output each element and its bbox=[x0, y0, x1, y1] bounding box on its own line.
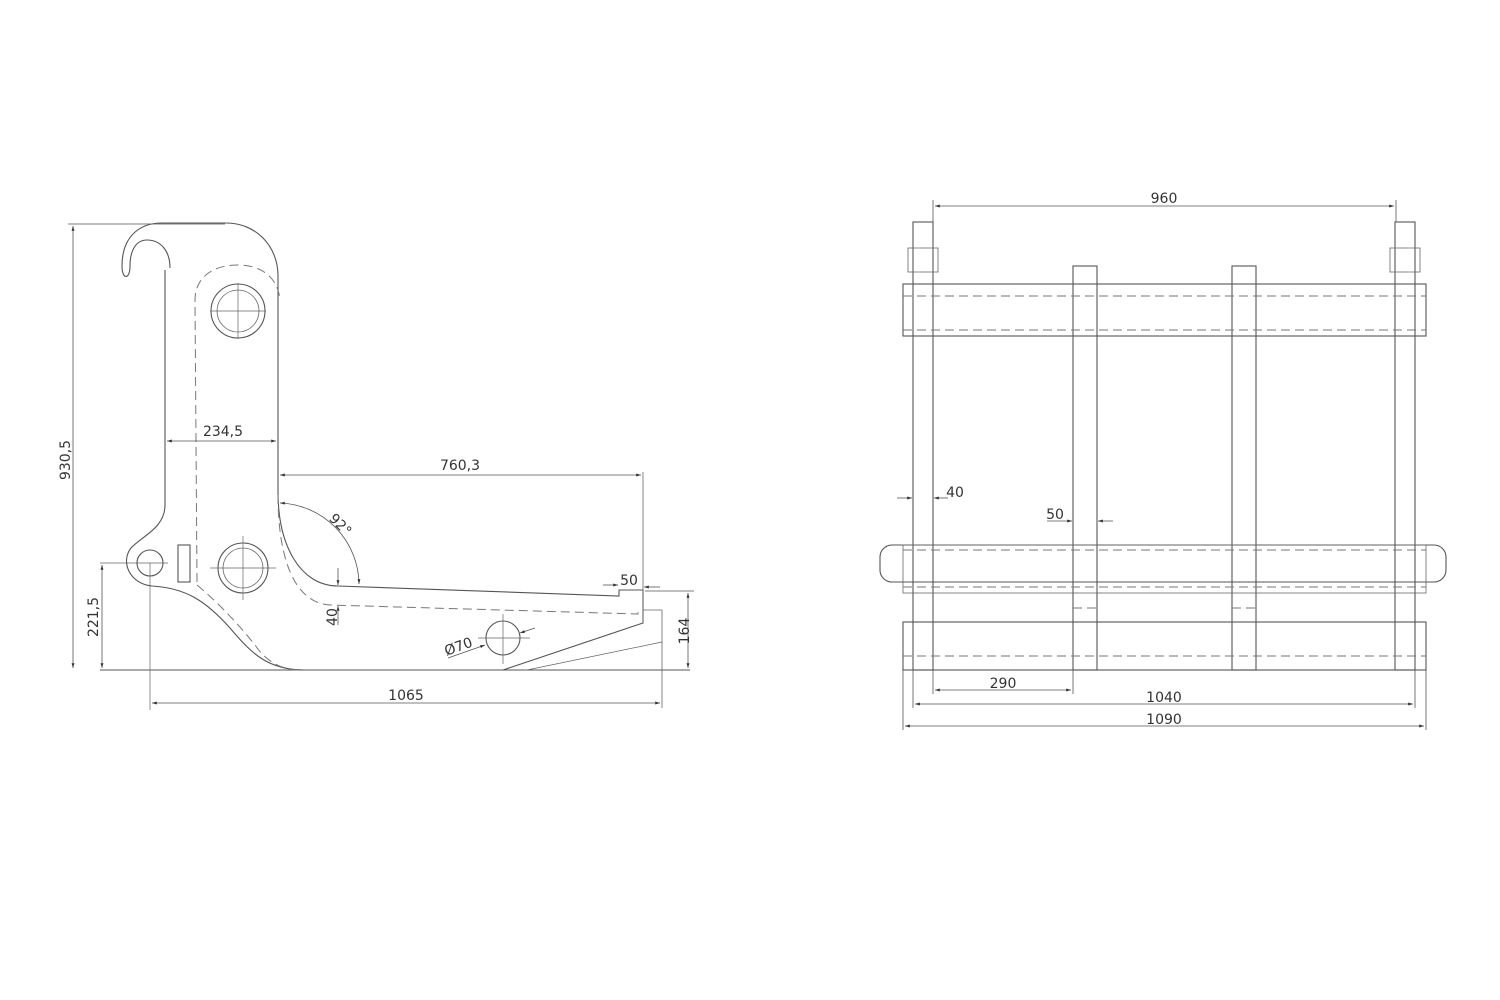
hook-back-edge bbox=[126, 270, 306, 671]
front-view: 960 40 50 290 1040 1090 bbox=[879, 191, 1447, 730]
center-mark bbox=[210, 536, 276, 600]
lower-crossbar bbox=[902, 544, 1427, 594]
dim-pin-height: 221,5 bbox=[86, 597, 102, 637]
upper-crossbar-hidden bbox=[903, 295, 1426, 331]
dim-tip-offset: 50 bbox=[620, 573, 638, 589]
lower-pin bbox=[879, 544, 1447, 583]
dim-tip-height: 164 bbox=[677, 618, 693, 645]
center-mark bbox=[210, 283, 266, 339]
dim-hook-spacing: 960 bbox=[1151, 191, 1178, 207]
base-crossbar bbox=[902, 621, 1427, 671]
dim-inner-width: 1040 bbox=[1146, 690, 1182, 706]
hidden-outline bbox=[194, 264, 639, 671]
dim-hole-diameter: Ø70 bbox=[442, 635, 475, 660]
dim-rib-thickness: 50 bbox=[1046, 507, 1064, 523]
rib-left bbox=[1072, 265, 1098, 671]
side-plate-right bbox=[1394, 221, 1416, 671]
dim-line-hole bbox=[519, 627, 536, 634]
base-crossbar-hidden bbox=[903, 607, 1426, 657]
hook-boss-right bbox=[1389, 247, 1421, 273]
dim-angle: 92° bbox=[325, 511, 354, 540]
center-mark bbox=[478, 614, 530, 664]
dim-arc-angle bbox=[279, 501, 361, 585]
dim-step-height: 40 bbox=[325, 608, 341, 626]
dim-fork-length: 760,3 bbox=[440, 458, 480, 474]
center-mark bbox=[100, 562, 168, 710]
hook-boss-left bbox=[907, 247, 939, 273]
dim-total-length: 1065 bbox=[388, 688, 424, 704]
dim-plate-thickness: 40 bbox=[946, 485, 964, 501]
dim-line-hole bbox=[447, 644, 486, 659]
dim-total-width: 1090 bbox=[1146, 712, 1182, 728]
dim-arm-width: 234,5 bbox=[203, 424, 243, 440]
lower-crossbar-hidden bbox=[903, 549, 1426, 588]
dim-rib-offset: 290 bbox=[990, 676, 1017, 692]
slot bbox=[177, 544, 191, 583]
side-view: 930,5 221,5 234,5 760,3 92° 40 50 164 Ø7… bbox=[58, 222, 694, 710]
dim-total-height: 930,5 bbox=[58, 440, 74, 480]
side-plate-left bbox=[912, 221, 934, 671]
rib-right bbox=[1231, 265, 1257, 671]
upper-crossbar bbox=[902, 283, 1427, 337]
fork-lower-edge bbox=[526, 641, 663, 671]
bracket-outline bbox=[121, 222, 644, 671]
